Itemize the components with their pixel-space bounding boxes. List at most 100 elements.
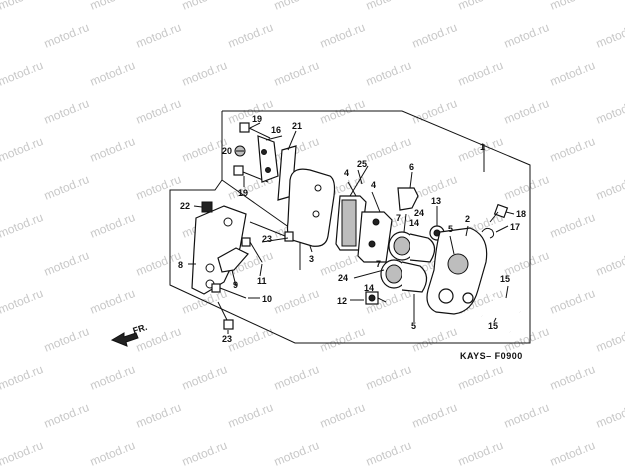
watermark-text: motod.ru <box>0 438 45 468</box>
watermark-text: motod.ru <box>364 0 413 13</box>
watermark-text: motod.ru <box>548 210 597 241</box>
callout-22: 22 <box>180 201 190 211</box>
callout-3: 3 <box>309 254 314 264</box>
watermark-text: motod.ru <box>502 400 551 431</box>
bolt-23-upper <box>249 221 294 242</box>
callout-16: 16 <box>271 125 281 135</box>
watermark-text: motod.ru <box>364 134 413 165</box>
callout-10: 10 <box>262 294 272 304</box>
callout-15a: 15 <box>500 274 510 284</box>
pin-bolt-15-lower <box>481 315 511 333</box>
bolt-10 <box>211 283 247 299</box>
callout-23a: 23 <box>262 234 272 244</box>
cap-17 <box>481 227 495 239</box>
piston-upper-5 <box>388 231 436 263</box>
watermark-text: motod.ru <box>134 172 183 203</box>
callout-9: 9 <box>233 280 238 290</box>
watermark-text: motod.ru <box>456 362 505 393</box>
watermark-text: motod.ru <box>0 58 45 89</box>
watermark-text: motod.ru <box>134 248 183 279</box>
watermark-text: motod.ru <box>88 134 137 165</box>
watermark-text: motod.ru <box>456 438 505 468</box>
watermark-text: motod.ru <box>548 134 597 165</box>
callout-18: 18 <box>516 209 526 219</box>
callout-14b: 14 <box>364 283 374 293</box>
pin-bolt-15-upper <box>489 295 521 313</box>
watermark-text: motod.ru <box>364 58 413 89</box>
watermark-text: motod.ru <box>88 362 137 393</box>
brake-pad-4 <box>357 211 393 263</box>
front-arrow: FR. <box>110 322 149 347</box>
watermark-text: motod.ru <box>502 20 551 51</box>
watermark-text: motod.ru <box>272 58 321 89</box>
watermark-text: motod.ru <box>88 210 137 241</box>
watermark-text: motod.ru <box>548 286 597 317</box>
watermark-text: motod.ru <box>364 362 413 393</box>
front-label: FR. <box>132 322 149 336</box>
callout-14a: 14 <box>409 218 419 228</box>
callout-labels: 1 2 3 4 4 5 5 6 7 7 8 9 10 11 12 13 14 1… <box>178 114 526 344</box>
plate-9 <box>217 247 249 273</box>
nut-22 <box>201 201 213 213</box>
watermark-text: motod.ru <box>456 0 505 13</box>
callout-19b: 19 <box>238 188 248 198</box>
callout-2: 2 <box>465 214 470 224</box>
pad-shim-3 <box>286 168 336 247</box>
watermark-text: motod.ru <box>594 172 625 203</box>
callout-11: 11 <box>257 276 267 286</box>
watermark-text: motod.ru <box>548 362 597 393</box>
callout-7b: 7 <box>376 259 381 269</box>
watermark-text: motod.ru <box>226 20 275 51</box>
watermark-text: motod.ru <box>594 324 625 355</box>
watermark-text: motod.ru <box>410 96 459 127</box>
watermark-text: motod.ru <box>88 438 137 468</box>
watermark-text: motod.ru <box>134 96 183 127</box>
watermark-text: motod.ru <box>318 20 367 51</box>
watermark-text: motod.ru <box>0 362 45 393</box>
watermark-text: motod.ru <box>548 58 597 89</box>
watermark-text: motod.ru <box>594 96 625 127</box>
watermark-text: motod.ru <box>42 172 91 203</box>
watermark-text: motod.ru <box>42 96 91 127</box>
assembly-outline <box>169 110 531 344</box>
pad-retainer-16 <box>257 135 279 183</box>
watermark-text: motod.ru <box>594 248 625 279</box>
watermark-text: motod.ru <box>180 362 229 393</box>
spring-clip-6 <box>397 187 419 211</box>
bleed-valve-18 <box>489 203 509 223</box>
watermark-text: motod.ru <box>180 438 229 468</box>
watermark-text: motod.ru <box>272 134 321 165</box>
callout-13: 13 <box>431 196 441 206</box>
watermark-text: motod.ru <box>88 286 137 317</box>
bolt-23-lower <box>217 301 234 330</box>
watermark-text: motod.ru <box>410 20 459 51</box>
caliper-bracket-8 <box>191 205 247 295</box>
callout-4a: 4 <box>344 168 349 178</box>
watermark-text: motod.ru <box>0 0 45 13</box>
watermark-text: motod.ru <box>0 134 45 165</box>
callout-24b: 24 <box>338 273 348 283</box>
callout-21: 21 <box>292 121 302 131</box>
watermark-text: motod.ru <box>88 58 137 89</box>
callout-6: 6 <box>409 162 414 172</box>
callout-7a: 7 <box>396 213 401 223</box>
watermark-text: motod.ru <box>42 400 91 431</box>
callout-23b: 23 <box>222 334 232 344</box>
callout-19a: 19 <box>252 114 262 124</box>
watermark-text: motod.ru <box>594 20 625 51</box>
callout-24a: 24 <box>414 208 424 218</box>
watermark-text: motod.ru <box>364 438 413 468</box>
pin-11 <box>241 237 263 263</box>
callout-8: 8 <box>178 260 183 270</box>
watermark-text: motod.ru <box>134 20 183 51</box>
bolt-19-upper <box>239 122 271 139</box>
watermark-text: motod.ru <box>272 286 321 317</box>
watermark-text: motod.ru <box>226 400 275 431</box>
watermark-text: motod.ru <box>548 0 597 13</box>
callout-5b: 5 <box>411 321 416 331</box>
diagram-code: KAYS– F0900 <box>460 351 523 361</box>
watermark-text: motod.ru <box>180 0 229 13</box>
callout-5a: 5 <box>448 224 453 234</box>
watermark-text: motod.ru <box>88 0 137 13</box>
leader-lines <box>188 122 515 334</box>
